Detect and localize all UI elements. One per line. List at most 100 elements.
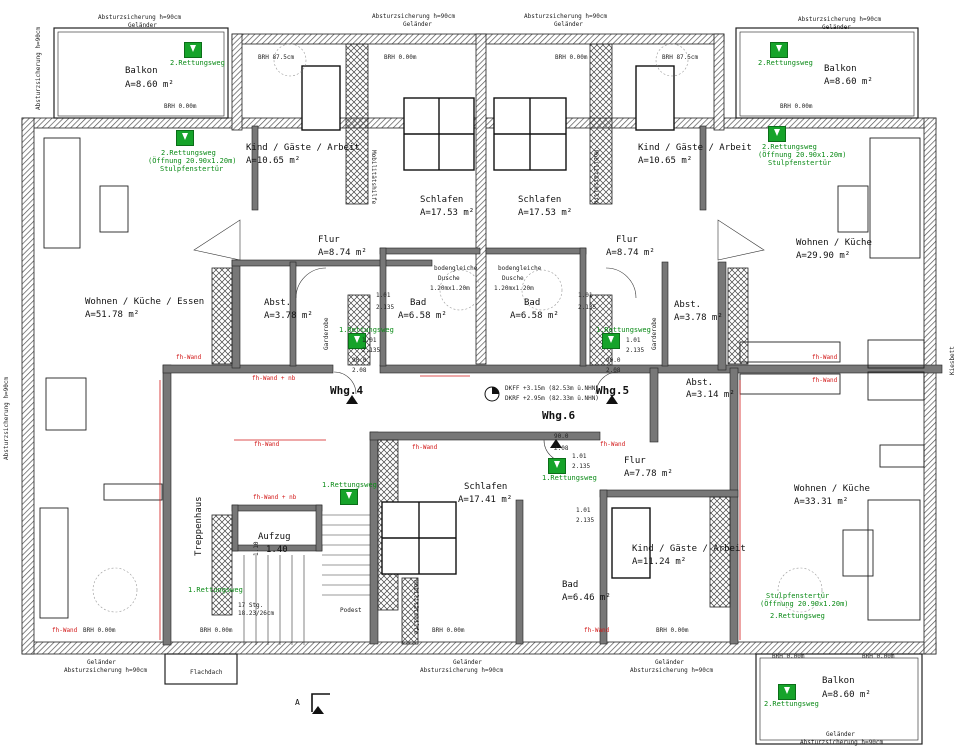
stulp-ne: Stulpfenstertür [768, 159, 832, 167]
fh-wand-1: fh-Wand [176, 354, 202, 361]
section-arrow [311, 693, 330, 712]
stairs [243, 514, 370, 645]
rettungsweg1-w: 1.Rettungsweg [339, 326, 394, 334]
gelaender-top-3: Geländer [554, 21, 583, 28]
stg-size: 18.23/26cm [238, 610, 275, 617]
whg4-label: Whg.4 [330, 384, 364, 397]
aufzug-name: Aufzug [258, 532, 291, 542]
mobilitaet-e: Mobilitätshilfe [592, 150, 599, 205]
bad-s-name: Bad [562, 580, 579, 590]
kind-ne-name: Kind / Gäste / Arbeit [638, 143, 752, 153]
gelaender-bot-4: Geländer [826, 731, 855, 738]
interior-walls [162, 125, 943, 646]
gelaender-top-4: Geländer [822, 24, 851, 31]
door-4-2135: 2.135 [362, 347, 381, 354]
door-5-101: 1.01 [626, 337, 641, 344]
absturz-bot-3: Absturzsicherung h=90cm [630, 667, 714, 674]
balkon-nw-area: A=8.60 m² [125, 80, 174, 90]
bad-e-name: Bad [524, 298, 541, 308]
exit-sign-icon [778, 684, 796, 700]
gelaender-top-2: Geländer [403, 21, 432, 28]
rettungsweg-nw: 2.Rettungsweg [161, 149, 216, 157]
door-w-101: 1.01 [376, 292, 391, 299]
flur-e-area: A=8.74 m² [606, 248, 655, 258]
abst-e-area: A=3.78 m² [674, 313, 723, 323]
podest-label: Podest [340, 607, 362, 614]
fh-wand-2: fh-Wand + nb [252, 375, 296, 382]
stulp-se: Stulpfenstertür [766, 592, 830, 600]
rettungsweg-ne: 2.Rettungsweg [762, 143, 817, 151]
kiesbett-label: Kiesbett [949, 346, 956, 375]
exit-sign-icon [548, 458, 566, 474]
door-swings [193, 219, 765, 463]
flur-s-name: Flur [624, 456, 646, 466]
door-w-2135: 2.135 [376, 304, 395, 311]
brh-sw: BRH 0.00m [83, 627, 116, 634]
balkon-se-name: Balkon [822, 676, 855, 686]
door-s-2135: 2.135 [576, 517, 595, 524]
door-5-208: 2.08 [606, 367, 621, 374]
balkon-ne-area: A=8.60 m² [824, 77, 873, 87]
door-4-101: 1.01 [362, 337, 377, 344]
dusche-size-e: 1.20mx1.20m [494, 285, 534, 292]
brh-n2: BRH 0.00m [555, 54, 588, 61]
furniture [39, 137, 925, 621]
absturz-bot-1: Absturzsicherung h=90cm [64, 667, 148, 674]
kind-ne-area: A=10.65 m² [638, 156, 693, 166]
kind-se-area: A=11.24 m² [632, 557, 687, 567]
door-5-900: 90.0 [606, 357, 621, 364]
wohnen-w-area: A=51.78 m² [85, 310, 140, 320]
bad-w-area: A=6.58 m² [398, 311, 447, 321]
balkon-ne-name: Balkon [824, 64, 857, 74]
absturz-left2: Absturzsicherung h=90cm [35, 26, 42, 110]
door-5-2135: 2.135 [626, 347, 645, 354]
brh-nw: BRH 0.00m [164, 103, 197, 110]
brh-ne: BRH 0.00m [780, 103, 813, 110]
dusche-w: Dusche [438, 275, 460, 282]
flachdach-label: Flachdach [190, 669, 223, 676]
wohnen-ne-area: A=29.90 m² [796, 251, 851, 261]
absturz-top-3: Absturzsicherung h=90cm [524, 13, 608, 20]
fh-wand-6: fh-Wand [812, 354, 838, 361]
fh-wand-5: fh-Wand [812, 377, 838, 384]
balconies [53, 27, 923, 745]
whg5-label: Whg.5 [596, 384, 630, 397]
garderobe-e: Garderobe [651, 317, 658, 350]
rettungsweg1-e: 1.Rettungsweg [596, 326, 651, 334]
kind-nw-name: Kind / Gäste / Arbeit [246, 143, 360, 153]
absturz-bot-4: Absturzsicherung h=90cm [800, 739, 884, 746]
door-4-208: 2.08 [352, 367, 367, 374]
abst-s-name: Abst. [686, 378, 714, 388]
flur-s-area: A=7.78 m² [624, 469, 673, 479]
door-6-208: 2.08 [554, 445, 569, 452]
fh-wand-3: fh-Wand [254, 441, 280, 448]
section-a-label: A [295, 698, 300, 707]
door-6-900: 90.0 [554, 433, 569, 440]
outer-walls [21, 33, 937, 655]
oeffnung-ne: (Öffnung 20.90x1.20m) [758, 151, 847, 159]
aufzug-depth: 1.40 [266, 545, 288, 555]
absturz-top-2: Absturzsicherung h=90cm [372, 13, 456, 20]
schlafen-s-area: A=17.41 m² [458, 495, 513, 505]
oeffnung-se: (Öffnung 20.90x1.20m) [760, 600, 849, 608]
fh-wand-7: fh-Wand [600, 441, 626, 448]
abst-w-area: A=3.78 m² [264, 311, 313, 321]
aufzug-width: 1.10 [253, 541, 260, 556]
abst-e-name: Abst. [674, 300, 702, 310]
rettungsweg-se: 2.Rettungsweg [770, 612, 825, 620]
oeffnung-nw: (Öffnung 20.90x1.20m) [148, 157, 237, 165]
wohnen-se-name: Wohnen / Küche [794, 484, 870, 494]
balkon-se-area: A=8.60 m² [822, 690, 871, 700]
absturz-top-4: Absturzsicherung h=90cm [798, 16, 882, 23]
fh-walls [159, 375, 741, 640]
stg-count: 17 Stg. [238, 602, 264, 609]
gelaender-bot-3: Geländer [655, 659, 684, 666]
fh-wand-8: fh-Wand + nb [253, 494, 297, 501]
brh-n4: BRH 87.5cm [662, 54, 699, 61]
mobilitaet-s: Mobilitätshilfe [412, 580, 419, 635]
exit-sign-icon [340, 489, 358, 505]
stulp-nw: Stulpfenstertür [160, 165, 224, 173]
schlafen-e-area: A=17.53 m² [518, 208, 573, 218]
whg6-label: Whg.6 [542, 409, 576, 422]
